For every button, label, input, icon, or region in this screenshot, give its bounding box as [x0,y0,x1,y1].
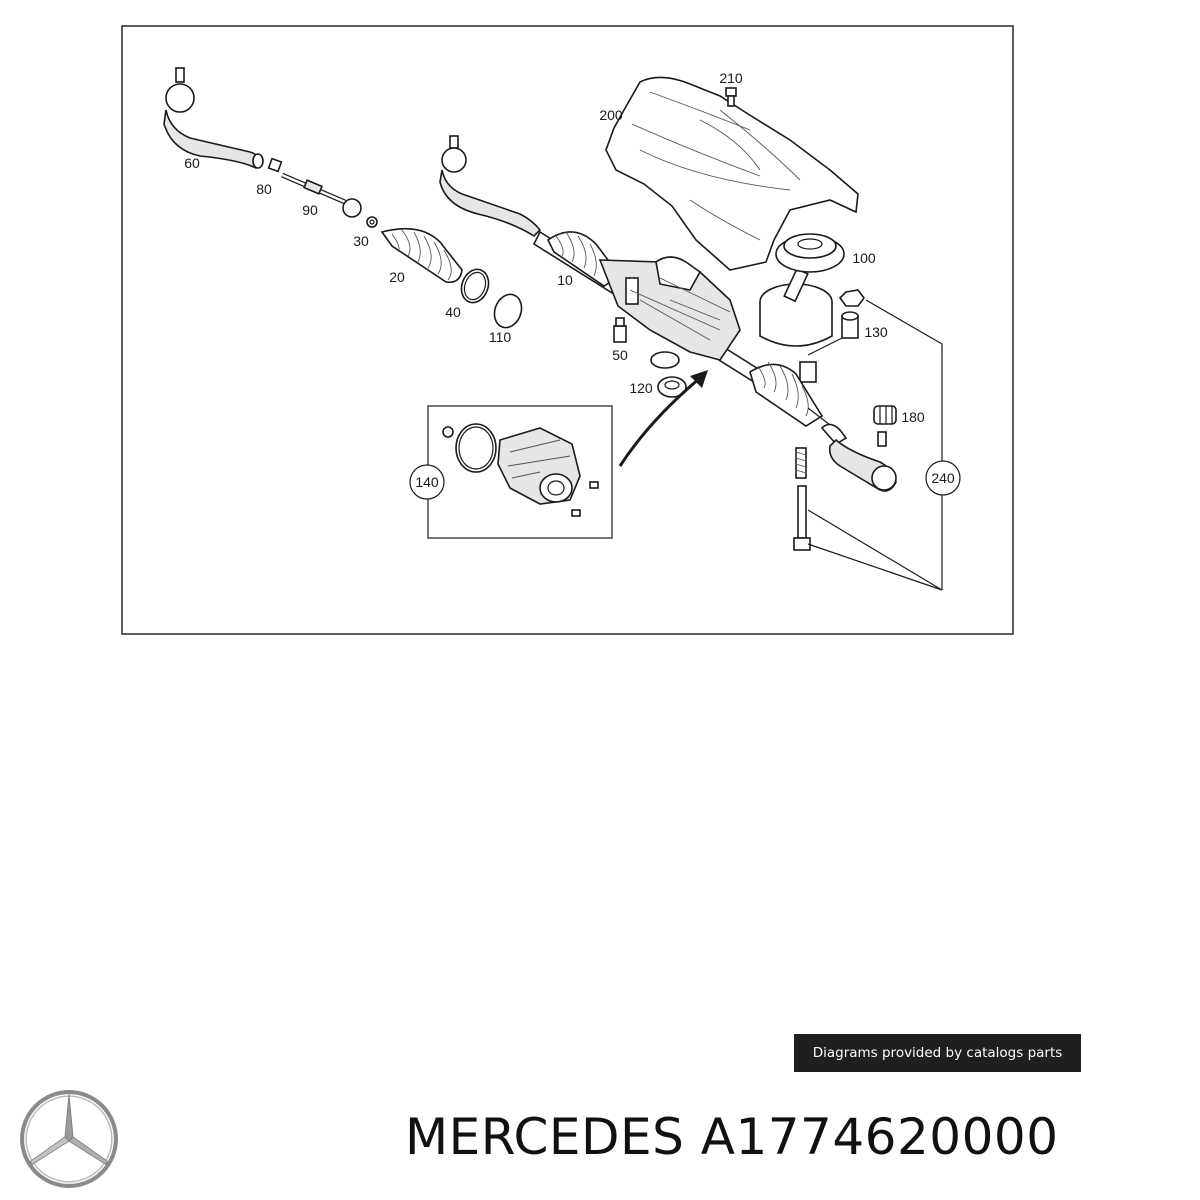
label-10: 10 [557,272,573,288]
credit-badge: Diagrams provided by catalogs parts [794,1034,1081,1072]
part-20-bellows-boot [380,227,463,284]
label-90: 90 [302,202,318,218]
label-40: 40 [445,304,461,320]
part-50-bracket [613,317,627,343]
mercedes-star-icon [20,1090,118,1188]
part-60-tie-rod-end [163,67,264,169]
part-210-bolt [725,87,737,107]
part-180-nut [873,405,897,425]
label-30: 30 [353,233,369,249]
callout-240-circle [925,460,961,496]
callout-140-circle [409,464,445,500]
label-60: 60 [184,155,200,171]
label-140: 140 [415,474,439,490]
part-140-motor-inset [427,405,613,539]
part-number: A1774620000 [700,1108,1059,1166]
part-100-cover [775,233,845,273]
part-240-tie-rod-set [793,407,897,551]
inset-arrow-head [690,370,708,388]
label-110: 110 [489,329,512,345]
label-240: 240 [931,470,955,486]
label-80: 80 [256,181,272,197]
label-20: 20 [389,269,405,285]
label-200: 200 [599,107,623,123]
part-80-nut [267,157,283,173]
part-10-steering-gear [439,135,833,427]
brand-name: MERCEDES [405,1108,685,1166]
part-90-inner-tie-rod [281,172,362,218]
part-title: MERCEDES A1774620000 [405,1108,1059,1166]
part-110-seal-ring [493,293,523,329]
label-120: 120 [629,380,653,396]
label-100: 100 [852,250,876,266]
part-40-clamp-ring [460,268,490,304]
part-120-washer [657,376,687,398]
label-130: 130 [864,324,888,340]
part-30-clamp [366,216,378,228]
label-180: 180 [901,409,925,425]
inset-arrow [618,376,701,467]
part-200-heat-shield [605,76,859,271]
part-130-sleeve [838,289,865,339]
label-210: 210 [719,70,743,86]
label-50: 50 [612,347,628,363]
